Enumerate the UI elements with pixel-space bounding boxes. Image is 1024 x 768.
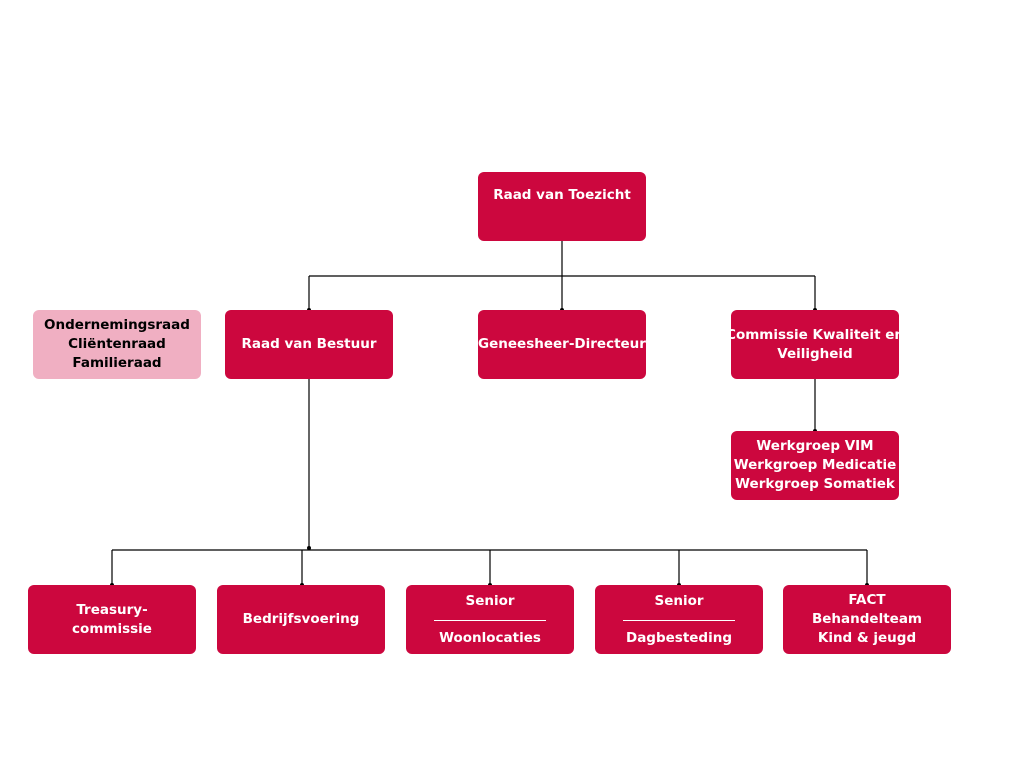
node-commissie-kwaliteit: Commissie Kwaliteit en Veiligheid [726,310,904,379]
node-treasury-commissie: Treasury- commissie [28,585,196,654]
node-label: Behandelteam [811,611,922,627]
node-label: commissie [72,620,152,637]
node-label: Bedrijfsvoering [242,611,360,627]
node-label: Senior [654,592,704,609]
divider [434,619,546,621]
node-label: Werkgroep VIM [756,438,874,454]
node-label: Woonlocaties [439,629,541,646]
node-label: Dagbesteding [625,629,732,646]
node-label: Geneesheer-Directeur [478,336,646,352]
node-senior-dagbesteding: Senior Dagbesteding [595,585,763,654]
node-label: Kind & jeugd [817,630,917,646]
node-fact: FACT Behandelteam Kind & jeugd [783,585,951,654]
node-label: Treasury- [76,601,148,618]
node-geneesheer-directeur: Geneesheer-Directeur [478,310,646,379]
node-label: Commissie Kwaliteit en [726,326,904,343]
node-label: Raad van Toezicht [493,187,631,203]
node-raad-van-toezicht: Raad van Toezicht [478,172,646,241]
node-label: FACT [848,592,886,608]
node-bedrijfsvoering: Bedrijfsvoering [217,585,385,654]
node-label: Werkgroep Somatiek [735,476,895,492]
node-raad-van-bestuur: Raad van Bestuur [225,310,393,379]
node-senior-woonlocaties: Senior Woonlocaties [406,585,574,654]
divider [623,619,735,621]
node-label: Ondernemingsraad [44,317,190,333]
node-label: Veiligheid [777,345,853,362]
node-label: Cliëntenraad [68,336,166,352]
node-raden: Ondernemingsraad Cliëntenraad Familieraa… [33,310,201,379]
node-label: Werkgroep Medicatie [733,457,897,473]
node-werkgroepen: Werkgroep VIM Werkgroep Medicatie Werkgr… [731,431,899,500]
node-label: Raad van Bestuur [241,336,377,352]
node-label: Senior [465,592,515,609]
node-label: Familieraad [72,355,162,371]
